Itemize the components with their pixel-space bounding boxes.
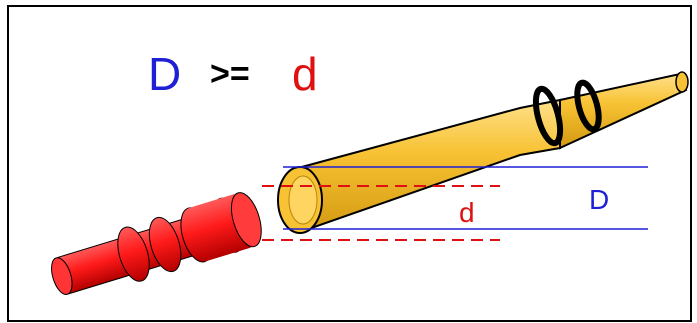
large-diameter-label: D <box>589 184 609 215</box>
formula-big-d: D <box>148 48 181 100</box>
formula-operator: >= <box>210 55 250 93</box>
red-pin-part <box>51 192 262 295</box>
gold-sleeve-part <box>277 71 689 234</box>
formula-small-d: d <box>292 48 318 100</box>
small-diameter-label: d <box>459 197 475 228</box>
